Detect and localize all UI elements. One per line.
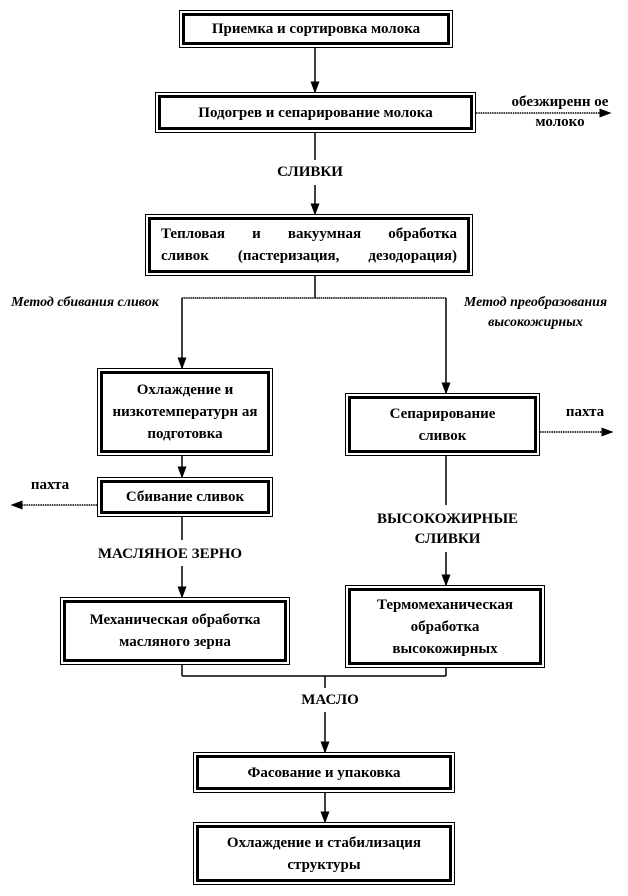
label-high-fat-cream: ВЫСОКОЖИРНЫЕ СЛИВКИ bbox=[376, 511, 519, 547]
box-packing: Фасование и упаковка bbox=[193, 752, 455, 793]
box-cooling: Охлаждение и низкотемпературн ая подгото… bbox=[97, 368, 273, 456]
box-heating-separation: Подогрев и сепарирование молока bbox=[155, 92, 476, 133]
label-cream: СЛИВКИ bbox=[277, 164, 343, 180]
box-thermal-vacuum: Тепловая и вакуумная обработка сливок (п… bbox=[145, 214, 473, 276]
box-reception: Приемка и сортировка молока bbox=[179, 10, 453, 48]
label-butter: МАСЛО bbox=[301, 692, 359, 708]
box-thermomechanical: Термомеханическая обработка высокожирных bbox=[345, 585, 545, 668]
box-cream-separation: Сепарирование сливок bbox=[345, 393, 540, 456]
label-buttermilk-left: пахта bbox=[30, 477, 70, 493]
label-method-churn: Метод сбивания сливок bbox=[11, 295, 159, 310]
box-mechanical: Механическая обработка масляного зерна bbox=[60, 597, 290, 665]
box-stabilization: Охлаждение и стабилизация структуры bbox=[193, 822, 455, 885]
label-butter-grain: МАСЛЯНОЕ ЗЕРНО bbox=[97, 546, 243, 562]
label-skim-milk: обезжиренн ое молоко bbox=[511, 94, 609, 130]
box-churning: Сбивание сливок bbox=[97, 477, 273, 517]
label-buttermilk-right: пахта bbox=[565, 404, 605, 420]
label-method-convert: Метод преобразования высокожирных bbox=[463, 295, 608, 330]
